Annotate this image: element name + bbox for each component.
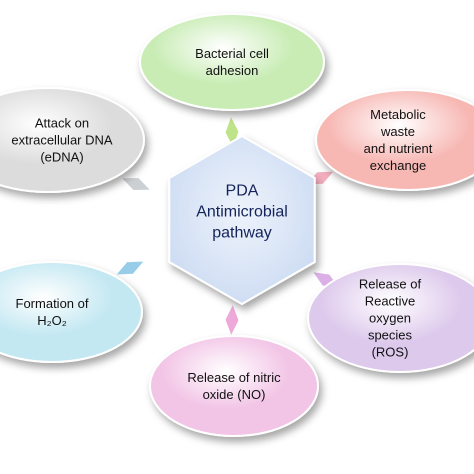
node-label-release-of-ros: Release of Reactive oxygen species (ROS) [358,276,422,360]
nodes-layer [0,13,474,437]
connector-formation-of-h2o2 [114,260,146,276]
node-bacterial-cell-adhesion [139,13,325,111]
node-label-release-of-nitric-oxide: Release of nitric oxide (NO) [187,370,281,402]
connector-release-of-nitric-oxide [224,302,240,338]
center-label: PDA Antimicrobial pathway [196,182,288,242]
node-label-formation-of-h2o2: Formation of H₂O₂ [15,296,89,328]
center-hexagon [168,134,316,306]
center-hub-layer [168,134,316,306]
connector-attack-on-edna [120,176,152,192]
node-formation-of-h2o2 [0,261,143,363]
node-label-metabolic-waste: Metabolic waste and nutrient exchange [363,107,433,173]
node-label-bacterial-cell-adhesion: Bacterial cell adhesion [195,46,269,78]
node-metabolic-waste [315,89,474,191]
node-label-attack-on-edna: Attack on extracellular DNA (eDNA) [11,115,113,165]
node-attack-on-edna [0,87,145,193]
node-release-of-nitric-oxide [149,335,319,437]
node-release-of-ros [307,263,474,373]
